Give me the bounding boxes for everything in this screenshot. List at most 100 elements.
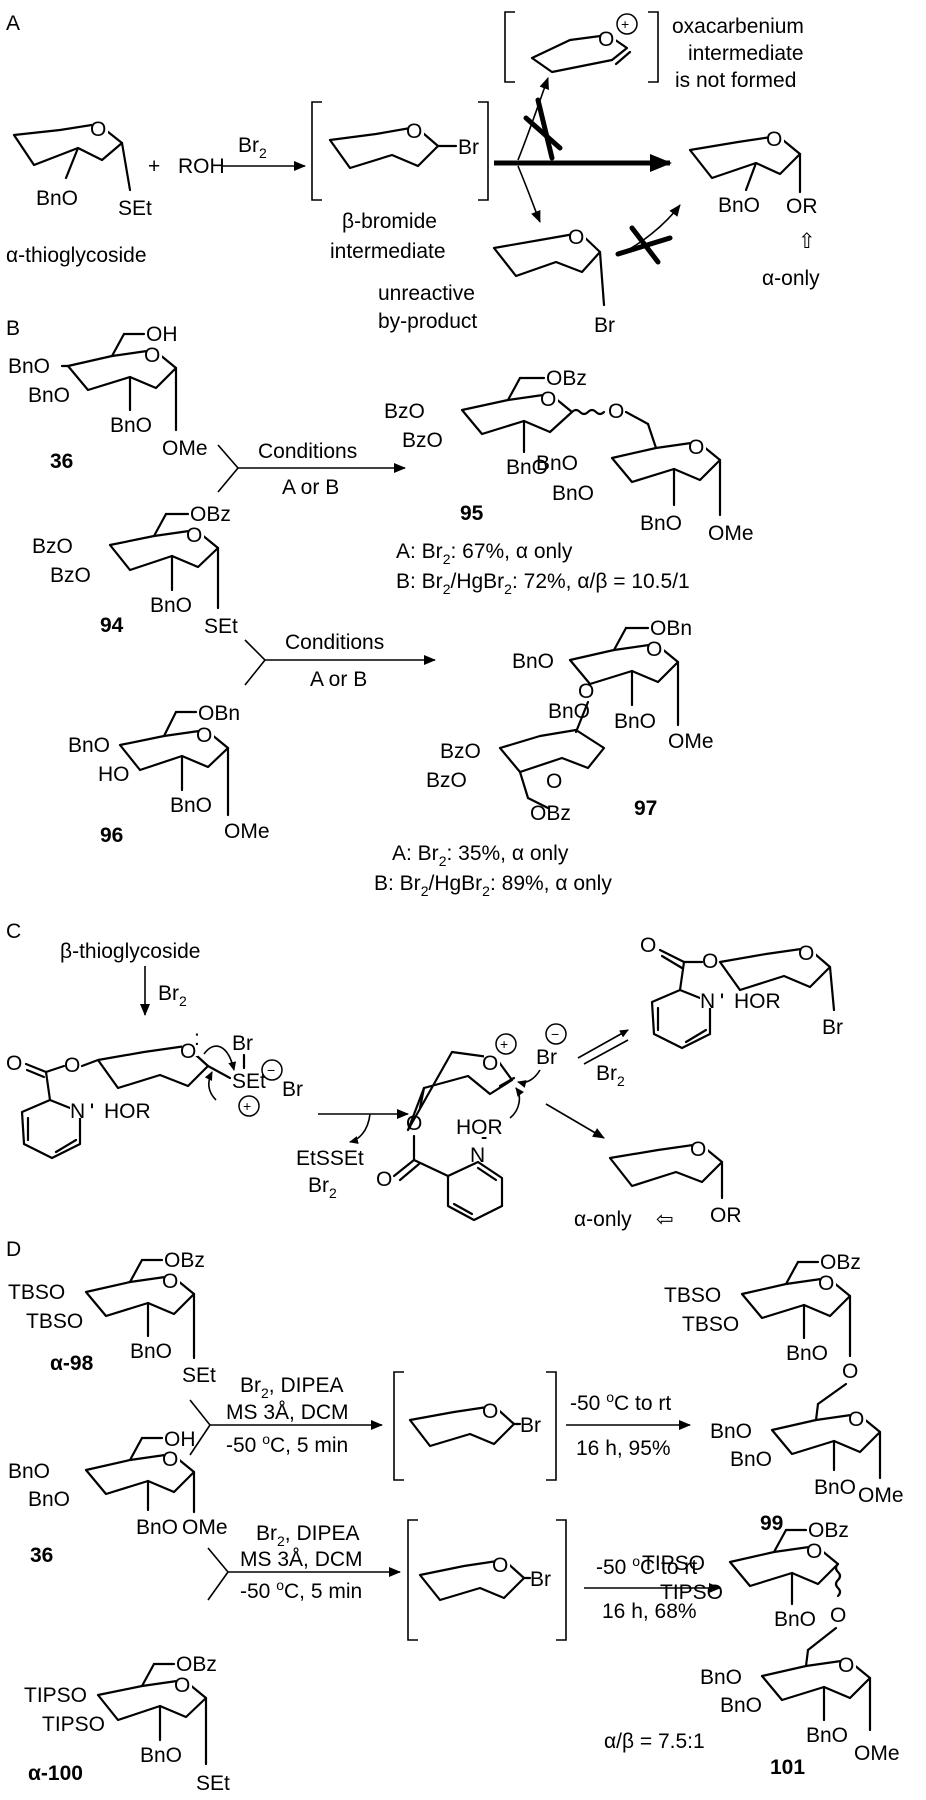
etsset-label: EtSSEt: [296, 1147, 364, 1170]
svg-text:O: O: [162, 1270, 178, 1293]
svg-text:OMe: OMe: [182, 1516, 228, 1539]
bromide-intermediate: O Br: [311, 101, 489, 201]
svg-text:OBz: OBz: [164, 1249, 205, 1272]
svg-text:BnO: BnO: [68, 734, 110, 757]
conditions-b1: Conditions: [258, 440, 357, 463]
bromide-intermediate-d1: O Br: [393, 1371, 557, 1481]
svg-text:BzO: BzO: [50, 564, 91, 587]
svg-text:O: O: [830, 1604, 846, 1627]
svg-text:BnO: BnO: [718, 194, 760, 217]
svg-text:BnO: BnO: [110, 414, 152, 437]
byproduct-ring: O Br: [492, 226, 615, 337]
svg-text:O: O: [540, 388, 556, 411]
svg-text:O: O: [174, 1674, 190, 1697]
oxa-note-3: is not formed: [675, 69, 796, 92]
svg-text:HOR: HOR: [104, 1100, 151, 1123]
alpha-only-a: α-only: [762, 267, 820, 290]
panel-a: A O BnO SEt α-thioglycoside + ROH Br2 O …: [6, 11, 820, 337]
svg-text:TIPSO: TIPSO: [42, 1713, 105, 1736]
svg-text:BnO: BnO: [130, 1340, 172, 1363]
bromide-2: Br: [536, 1046, 557, 1069]
svg-text:SEt: SEt: [232, 1070, 266, 1093]
svg-text:BnO: BnO: [806, 1724, 848, 1747]
svg-text:OBz: OBz: [530, 802, 571, 825]
svg-text:O: O: [546, 770, 562, 793]
svg-text:O: O: [180, 1040, 196, 1063]
svg-text:BnO: BnO: [36, 187, 78, 210]
svg-text:O: O: [640, 934, 656, 957]
svg-text:N: N: [470, 1144, 485, 1167]
svg-text:O: O: [818, 1272, 834, 1295]
svg-text:O: O: [766, 128, 782, 151]
reagent-br2: Br2: [238, 134, 267, 161]
compound-95: O OBz BzO BzO BnO O O BnO BnO BnO OMe: [384, 367, 754, 545]
arrow-hint-c: ⇦: [656, 1208, 674, 1231]
svg-text:OMe: OMe: [224, 820, 270, 843]
label-96: 96: [100, 824, 123, 847]
br2-c: Br2: [158, 982, 187, 1009]
alpha-glycoside-c: O OR: [608, 1138, 742, 1227]
svg-text:O: O: [186, 524, 202, 547]
svg-text:O: O: [406, 120, 422, 143]
compound-alpha-98: O OBz TBSO TBSO BnO SEt: [8, 1249, 216, 1387]
svg-text:BnO: BnO: [150, 594, 192, 617]
ratio-label: α/β = 7.5:1: [604, 1730, 705, 1753]
thioglycoside-ring-a: O BnO SEt: [12, 118, 152, 220]
svg-text:BnO: BnO: [720, 1694, 762, 1717]
svg-text:OBz: OBz: [820, 1251, 861, 1274]
byproduct-arrow: [517, 165, 541, 223]
bromide-name-2: intermediate: [330, 240, 446, 263]
result-95-b: B: Br2/HgBr2: 72%, α/β = 10.5/1: [396, 570, 690, 597]
svg-text:TIPSO: TIPSO: [24, 1684, 87, 1707]
compound-94: O OBz BzO BzO BnO SEt: [32, 503, 238, 638]
svg-text:O: O: [144, 344, 160, 367]
cond-d2-line1: Br2, DIPEA: [256, 1522, 360, 1549]
panel-c: C β-thioglycoside Br2 O : Br SEt + O O: [6, 920, 843, 1231]
svg-text:BnO: BnO: [140, 1744, 182, 1767]
roh-label: ROH: [178, 155, 225, 178]
conditions-b2: Conditions: [285, 631, 384, 654]
compound-36-d: O OH BnO BnO BnO OMe: [8, 1428, 228, 1539]
svg-text:OMe: OMe: [854, 1742, 900, 1765]
svg-text:SEt: SEt: [204, 615, 238, 638]
equilibrium-arrow: [577, 1029, 629, 1059]
label-95: 95: [460, 502, 484, 525]
svg-text:OBn: OBn: [650, 617, 692, 640]
svg-text:Br: Br: [458, 136, 479, 159]
svg-text:BnO: BnO: [512, 650, 554, 673]
svg-text:O: O: [842, 1360, 858, 1383]
svg-text::: :: [194, 1027, 200, 1050]
svg-text:BnO: BnO: [730, 1448, 772, 1471]
compound-101: O OBz TIPSO TIPSO BnO O O BnO BnO BnO OM…: [642, 1519, 900, 1765]
byproduct-label-1: unreactive: [378, 282, 475, 305]
svg-text:O: O: [646, 638, 662, 661]
label-alpha-98: α-98: [50, 1352, 94, 1375]
alpha-only-c: α-only: [574, 1208, 632, 1231]
oxacarbenium-ion: O +: [504, 11, 659, 83]
branch-b1: [217, 444, 240, 493]
svg-text:OMe: OMe: [668, 730, 714, 753]
oxa-note-2: intermediate: [688, 42, 804, 65]
byproduct-label-2: by-product: [378, 310, 477, 333]
compound-96: O OBn BnO HO BnO OMe: [68, 702, 270, 843]
svg-text:+: +: [621, 16, 629, 32]
svg-text:''': ''': [90, 1100, 93, 1123]
svg-text:OMe: OMe: [708, 522, 754, 545]
svg-text:BnO: BnO: [8, 1460, 50, 1483]
svg-text:O: O: [798, 942, 814, 965]
svg-text:BnO: BnO: [786, 1342, 828, 1365]
oxa-note-1: oxacarbenium: [672, 15, 804, 38]
beta-thioglycoside-label: β-thioglycoside: [60, 940, 200, 963]
svg-text:O: O: [482, 1400, 498, 1423]
bromide-charge-2: [545, 1023, 567, 1045]
svg-text:O: O: [690, 1138, 706, 1161]
cross-mark-1: [523, 115, 563, 151]
svg-text:O: O: [6, 1052, 22, 1075]
compound-alpha-100: O OBz TIPSO TIPSO BnO SEt: [24, 1653, 230, 1795]
svg-text:OBz: OBz: [546, 367, 587, 390]
svg-text:BnO: BnO: [640, 512, 682, 535]
svg-text:BzO: BzO: [440, 740, 481, 763]
result-97-a: A: Br2: 35%, α only: [392, 842, 569, 869]
svg-text:O: O: [492, 1554, 508, 1577]
svg-text:TBSO: TBSO: [8, 1281, 65, 1304]
